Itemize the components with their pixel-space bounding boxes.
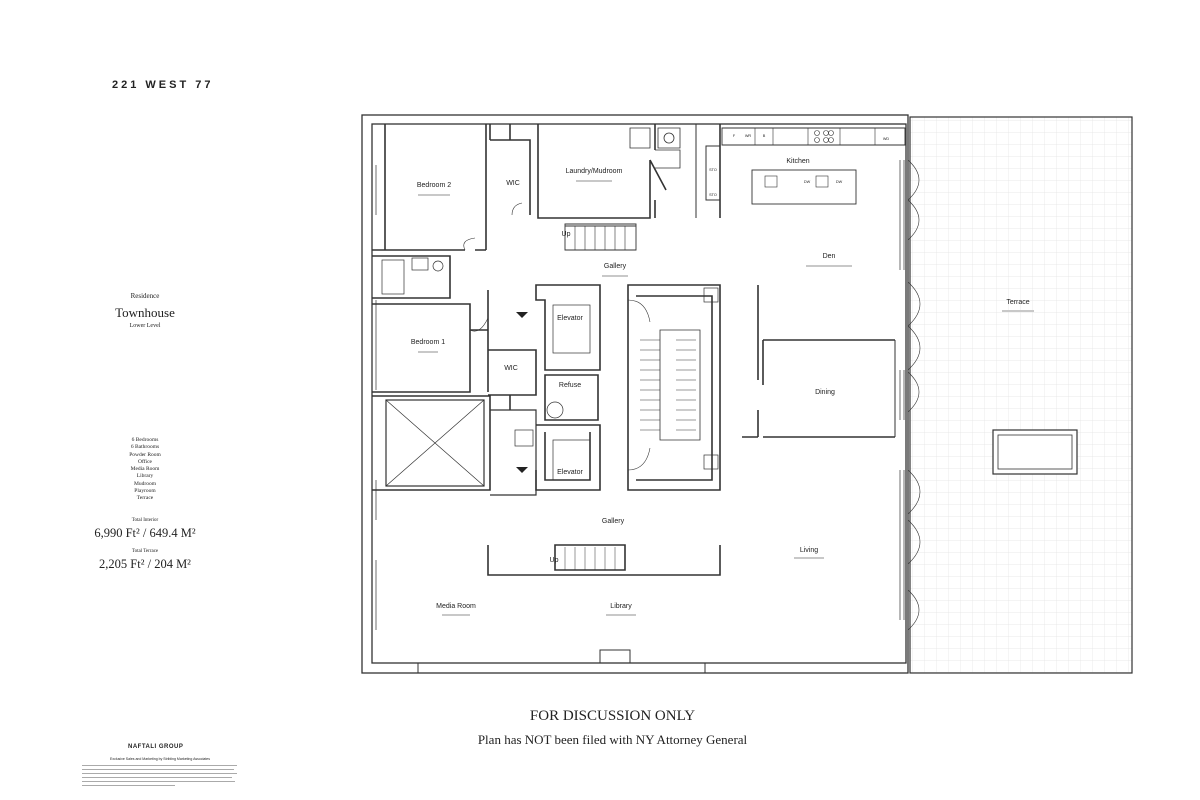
amenity-item: Terrace [136, 495, 154, 502]
storage-label: STO [709, 193, 717, 197]
appliance-dishwasher: DW [836, 180, 843, 184]
appliance-wine: WR [745, 134, 752, 138]
room-refuse: Refuse [559, 382, 581, 389]
room-elevator-top: Elevator [557, 315, 583, 322]
room-elevator-bottom: Elevator [557, 469, 583, 476]
amenity-item: Playroom [134, 488, 156, 495]
residence-label: Residence [130, 292, 160, 300]
appliance-fridge: F [733, 134, 736, 138]
legal-fine-print [82, 765, 237, 789]
room-bedroom-1: Bedroom 1 [411, 339, 445, 346]
room-terrace: Terrace [1006, 299, 1029, 306]
terrace-area [909, 116, 1133, 674]
elevator-arrow-icon [516, 312, 528, 318]
amenity-item: 6 Bedrooms [131, 437, 159, 443]
amenity-item: Media Room [130, 466, 160, 473]
developer-logo: NAFTALI GROUP [128, 744, 184, 750]
appliance-freezer: B [763, 134, 766, 138]
room-laundry: Laundry/Mudroom [566, 168, 623, 175]
exterior-walls [361, 114, 921, 674]
room-gallery-bottom: Gallery [602, 518, 625, 525]
amenity-item: Office [138, 458, 152, 465]
building-title: 221 WEST 77 [112, 79, 214, 91]
interior-area: 6,990 Ft² / 649.4 M² [94, 526, 196, 540]
room-living: Living [800, 547, 818, 554]
elevator-arrow-icon [516, 467, 528, 473]
residence-level: Lower Level [129, 323, 161, 329]
stair-up-top: Up [562, 231, 571, 238]
room-media-room: Media Room [436, 603, 476, 610]
amenity-item: Mudroom [134, 480, 156, 487]
room-dimensions [418, 180, 1034, 616]
room-den: Den [823, 253, 836, 260]
room-wic-top: WIC [506, 180, 520, 187]
storage-label: STO [709, 168, 717, 172]
terrace-area-label: Total Terrace [131, 549, 159, 554]
room-kitchen: Kitchen [786, 158, 809, 165]
appliance-dishwasher: DW [804, 180, 811, 184]
room-library: Library [610, 603, 632, 610]
amenity-item: 6 Bathrooms [130, 444, 160, 451]
appliance-washer-dryer: WD [883, 137, 890, 141]
sales-credit: Exclusive Sales and Marketing by Stribli… [110, 757, 210, 761]
residence-name: Townhouse [115, 305, 175, 320]
terrace-area: 2,205 Ft² / 204 M² [99, 557, 191, 571]
room-dining: Dining [815, 389, 835, 396]
stair-up-bottom: Up [550, 557, 559, 564]
amenity-item: Powder Room [129, 451, 161, 458]
filing-notice: Plan has NOT been filed with NY Attorney… [477, 732, 748, 747]
amenity-item: Library [136, 473, 154, 480]
interior-walls [372, 123, 906, 576]
discussion-notice: FOR DISCUSSION ONLY [529, 708, 696, 724]
room-bedroom-2: Bedroom 2 [417, 182, 451, 189]
room-wic-mid: WIC [504, 365, 518, 372]
amenities-list: 6 Bedrooms 6 Bathrooms Powder Room Offic… [60, 437, 230, 503]
interior-label: Total Interior [131, 518, 159, 523]
room-gallery-top: Gallery [604, 263, 627, 270]
